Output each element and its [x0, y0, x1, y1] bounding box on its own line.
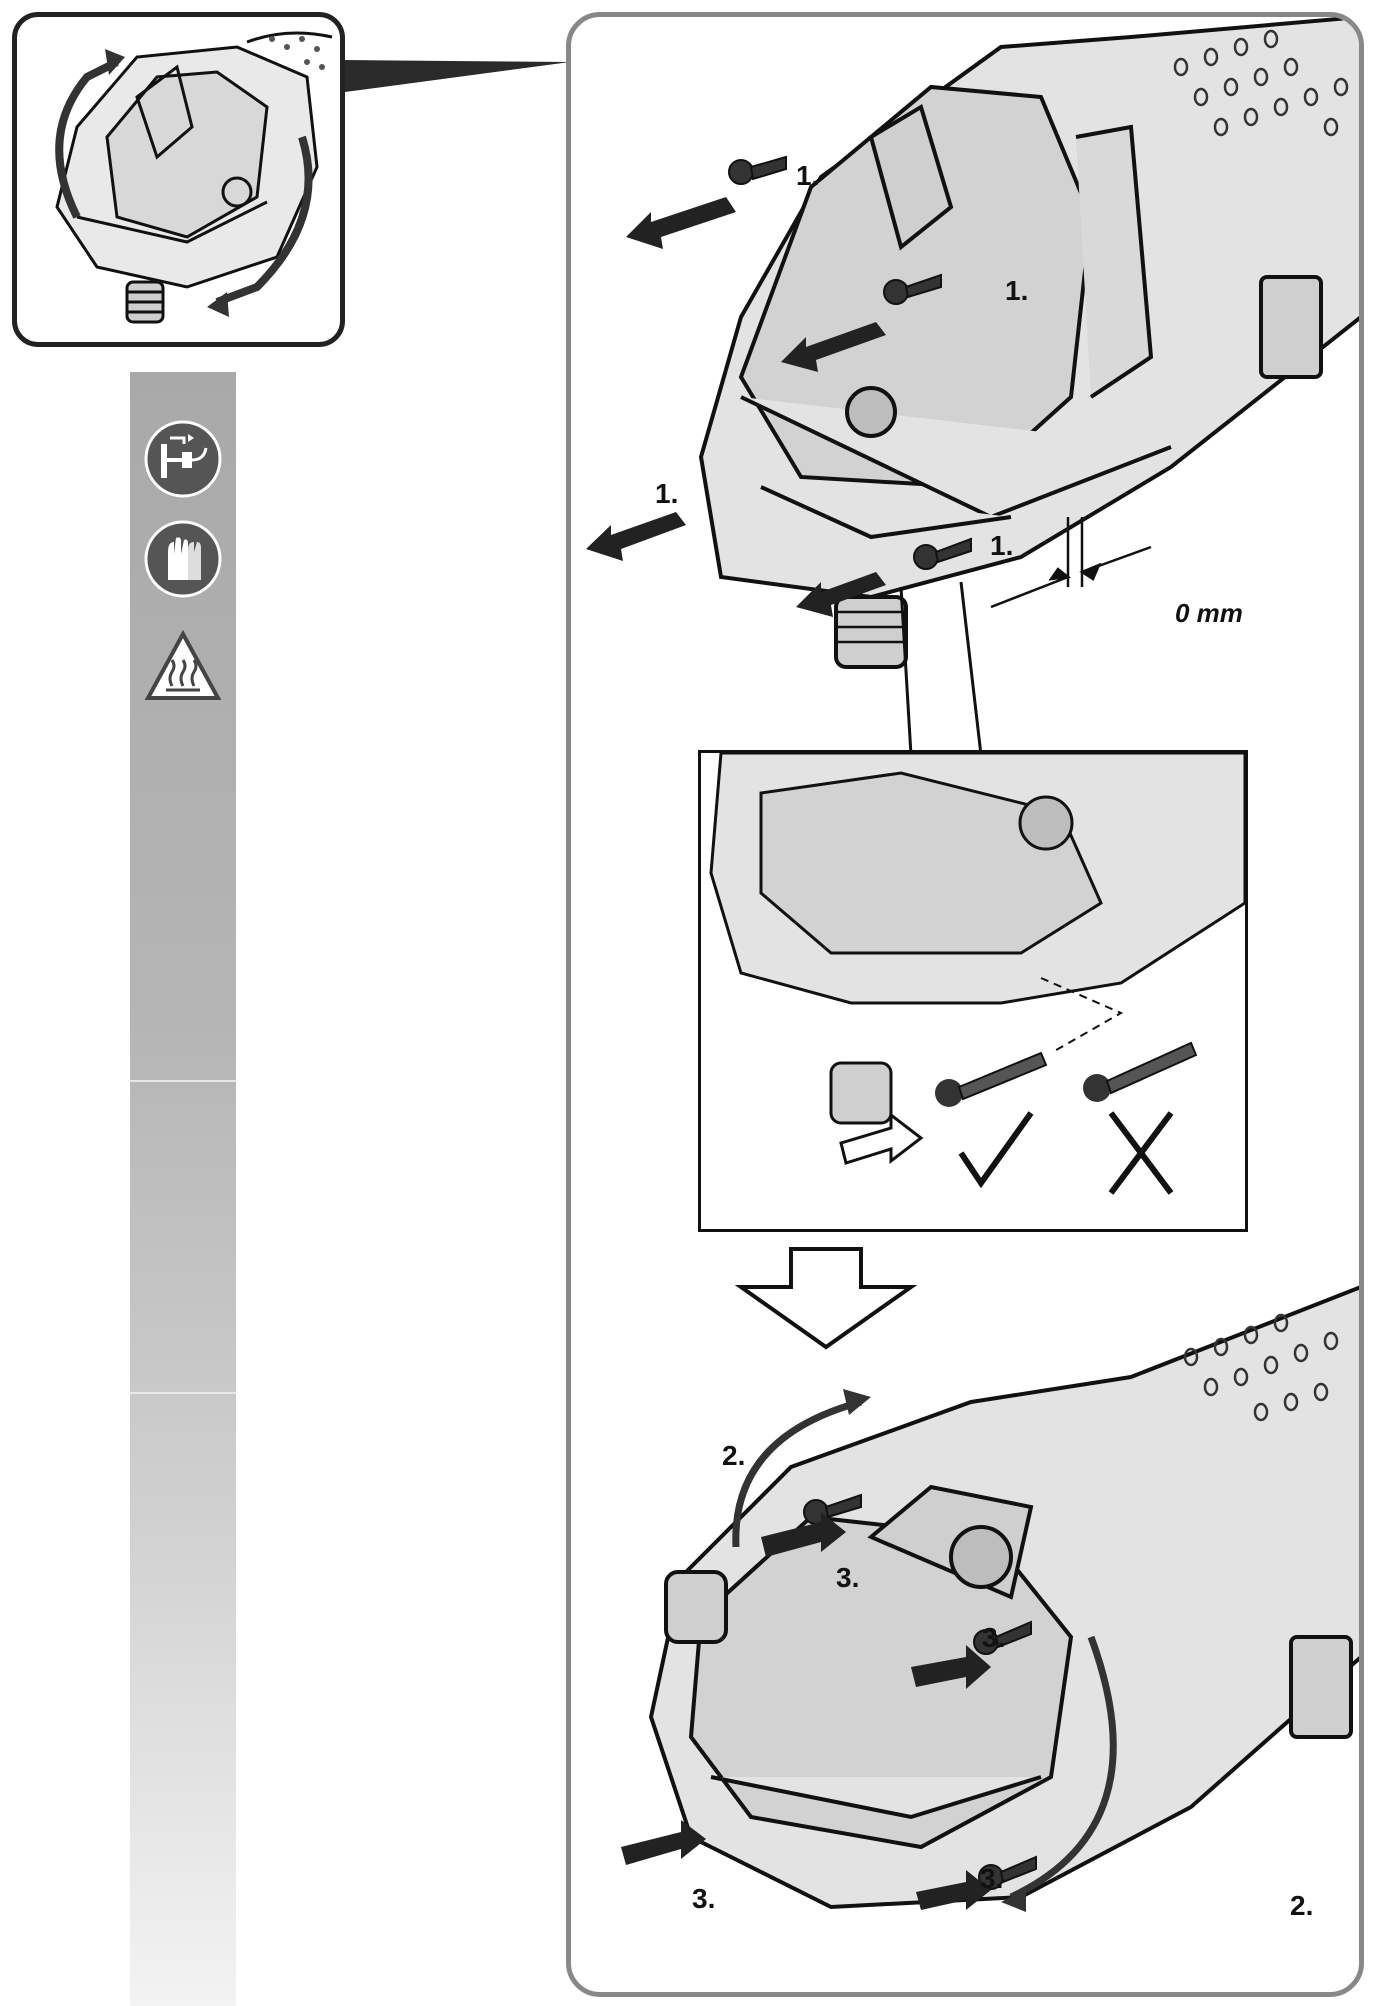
- step1-label: 1.: [990, 530, 1014, 561]
- insert-arrows: [621, 1512, 991, 1910]
- grinder-illustration: [586, 17, 1359, 1912]
- sidebar-divider: [130, 1392, 236, 1394]
- checkmark-icon: [958, 1111, 1034, 1189]
- rotate-arrow-top: [732, 1398, 862, 1548]
- vent-holes-top: [1173, 29, 1349, 137]
- wrong-screw: [1083, 1041, 1198, 1102]
- step3-label: 3.: [980, 1863, 1004, 1894]
- sidebar-divider: [130, 1080, 236, 1082]
- insert-direction-arrow: [839, 1111, 924, 1165]
- sidebar-strip: [130, 372, 236, 2006]
- correct-screw: [935, 1051, 1048, 1107]
- step1-label: 1.: [655, 478, 679, 509]
- step2-label: 2.: [722, 1440, 746, 1471]
- step2-label: 2.: [1290, 1890, 1314, 1921]
- cross-icon: [1108, 1111, 1174, 1195]
- rotate-arrow-left: [55, 58, 119, 219]
- hot-surface-warning-icon: [144, 629, 222, 700]
- rotate-arrow-right: [215, 135, 313, 306]
- grinder-head-top: [698, 17, 1359, 669]
- step3-label: 3.: [692, 1883, 716, 1914]
- step3-label: 3.: [982, 1622, 1006, 1653]
- thumbnail-rotation-overview: [12, 12, 345, 347]
- next-step-arrow: [734, 1247, 918, 1350]
- gap-indicator: [990, 517, 1152, 609]
- grinder-head-thumbnail: [55, 31, 333, 324]
- screw-detail-inset: [698, 750, 1248, 1232]
- step3-label: 3.: [836, 1562, 860, 1593]
- gap-label: 0 mm: [1175, 598, 1243, 628]
- step1-label: 1.: [796, 160, 820, 191]
- inset-callout: [899, 581, 983, 757]
- screws-top: [728, 155, 972, 570]
- unplug-icon: [144, 420, 222, 498]
- vent-holes-bottom: [1183, 1313, 1339, 1422]
- removal-arrows: [586, 197, 886, 617]
- grinder-head-bottom: [648, 1285, 1359, 1910]
- rotate-arrow-bottom: [1009, 1635, 1117, 1901]
- step1-label: 1.: [1005, 275, 1029, 306]
- gloves-icon: [144, 520, 222, 598]
- screw-comparison: [709, 753, 1245, 1195]
